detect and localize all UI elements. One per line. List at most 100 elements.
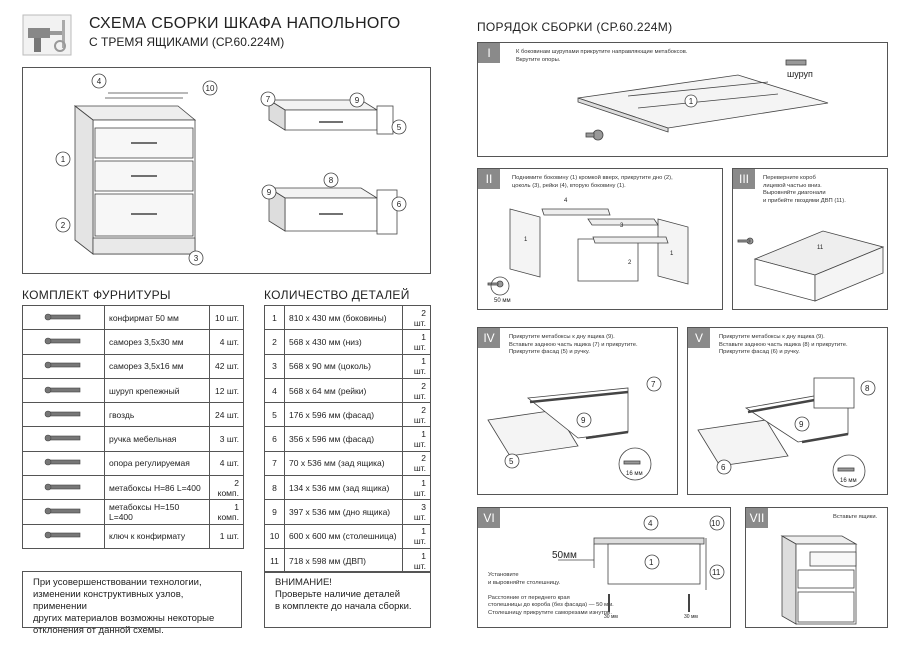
svg-text:10: 10: [711, 519, 720, 528]
note-line: Выровняйте диагонали: [763, 190, 826, 196]
note-line: и прибейте гвоздями ДВП (11).: [763, 197, 846, 204]
part-qty: 1 шт.: [402, 547, 431, 574]
step-3-number: III: [733, 169, 755, 189]
svg-text:6: 6: [721, 463, 726, 472]
svg-text:30 мм: 30 мм: [604, 614, 618, 620]
callout-2: 2: [55, 217, 71, 233]
page-subtitle: С ТРЕМЯ ЯЩИКАМИ (СР.60.224М): [89, 35, 285, 49]
svg-text:10: 10: [206, 84, 215, 93]
hardware-name: саморез 3,5х16 мм: [104, 353, 210, 379]
hardware-name: конфирмат 50 мм: [104, 304, 210, 331]
note-line: Прикрутите метабоксы к дну ящика (9).: [509, 334, 615, 340]
hardware-qty: 2 комп.: [209, 475, 244, 501]
part-qty: 2 шт.: [402, 402, 431, 428]
callout-5: 5: [391, 119, 407, 135]
hardware-qty: 4 шт.: [209, 450, 244, 477]
part-number: 5: [264, 402, 285, 428]
note-line: цоколь (3), рейки (4), вторую боковину (…: [512, 182, 626, 189]
part-name: 134 х 536 мм (зад ящика): [284, 475, 403, 501]
improvement-note-box: При усовершенствовании технологии,измене…: [22, 571, 242, 636]
hardware-qty: 4 шт.: [209, 329, 244, 355]
part-name: 397 х 536 мм (дно ящика): [284, 499, 403, 525]
parts-title: КОЛИЧЕСТВО ДЕТАЛЕЙ: [264, 288, 410, 302]
hardware-qty: 1 комп.: [209, 499, 244, 525]
svg-text:9: 9: [799, 420, 804, 429]
hardware-name: гвоздь: [104, 402, 210, 428]
drawer-runner-tall-icon: [34, 507, 94, 520]
short-screw-icon: [34, 361, 94, 374]
step-2-drawing: 4 3 2 1 1 50 мм: [487, 198, 689, 304]
note-line: Переверните короб: [763, 175, 816, 181]
hardware-qty: 3 шт.: [209, 426, 244, 452]
step-1-number: I: [478, 43, 500, 63]
svg-text:3: 3: [194, 254, 199, 263]
svg-text:3: 3: [620, 223, 624, 229]
step-6-number: VI: [478, 508, 500, 528]
part-qty: 1 шт.: [402, 475, 431, 501]
part-name: 70 х 536 мм (зад ящика): [284, 450, 403, 477]
hardware-name: метабоксы Н=86 L=400: [104, 475, 210, 501]
step-7-number: VII: [746, 508, 768, 528]
part-number: 6: [264, 426, 285, 452]
step-1-drawing: 1 шуруп: [577, 59, 829, 141]
note-line: При усовершенствовании технологии,: [33, 577, 202, 588]
part-qty: 1 шт.: [402, 523, 431, 549]
hardware-qty: 10 шт.: [209, 304, 244, 331]
part-number: 1: [264, 304, 285, 331]
note-line: других материалов возможны некоторые: [33, 613, 215, 624]
note-line: Установите: [488, 572, 519, 578]
svg-text:1: 1: [649, 558, 654, 567]
part-name: 600 х 600 мм (столешница): [284, 523, 403, 549]
svg-text:11: 11: [712, 568, 721, 577]
step-5-box: V Прикрутите метабоксы к дну ящика (9).В…: [687, 327, 888, 495]
order-title: ПОРЯДОК СБОРКИ (СР.60.224М): [477, 20, 673, 34]
drawer-runner-icon: [34, 483, 94, 496]
part-number: 11: [264, 547, 285, 574]
part-name: 810 х 430 мм (боковины): [284, 304, 403, 331]
svg-text:2: 2: [61, 221, 66, 230]
cabinet-diagram-box: 1 2 3 4 10 7 9 5 8 9 6: [22, 67, 431, 274]
part-name: 568 х 90 мм (цоколь): [284, 353, 403, 379]
hardware-qty: 1 шт.: [209, 523, 244, 549]
hardware-name: шуруп крепежный: [104, 377, 210, 404]
svg-text:7: 7: [651, 380, 656, 389]
logo-tools-icon: [22, 14, 72, 56]
note-line: Столешницу прикрутите саморезами изнутри…: [488, 609, 613, 616]
hardware-name: ручка мебельная: [104, 426, 210, 452]
note-line: Вставьте заднюю часть ящика (7) и прикру…: [509, 341, 638, 348]
callout-7: 7: [260, 91, 276, 107]
note-line: изменении конструктивных узлов, применен…: [33, 589, 184, 612]
step-4-number: IV: [478, 328, 500, 348]
dowel-icon: [34, 386, 94, 399]
note-line: столешницы до короба (без фасада) — 50 м…: [488, 602, 614, 608]
screw-icon: [34, 337, 94, 350]
svg-text:5: 5: [397, 123, 402, 132]
step-4-drawing: 7 9 5 16 мм: [487, 376, 662, 481]
step-4-box: IV Прикрутите метабоксы к дну ящика (9).…: [477, 327, 678, 495]
note-line: Вставьте заднюю часть ящика (8) и прикру…: [719, 341, 848, 348]
cabinet-exploded-drawing: 1 2 3 4 10 7 9 5 8 9 6: [55, 73, 407, 266]
note-line: отклонения от данной схемы.: [33, 625, 164, 636]
step-1-box: I К боковинам шурупами прикрутите направ…: [477, 42, 888, 157]
step-5-number: V: [688, 328, 710, 348]
part-name: 356 х 596 мм (фасад): [284, 426, 403, 452]
step-5-drawing: 8 9 6 16 мм: [697, 377, 876, 488]
callout-10: 10: [202, 80, 218, 96]
part-number: 3: [264, 353, 285, 379]
step-3-drawing: 11: [737, 230, 885, 302]
hardware-qty: 12 шт.: [209, 377, 244, 404]
